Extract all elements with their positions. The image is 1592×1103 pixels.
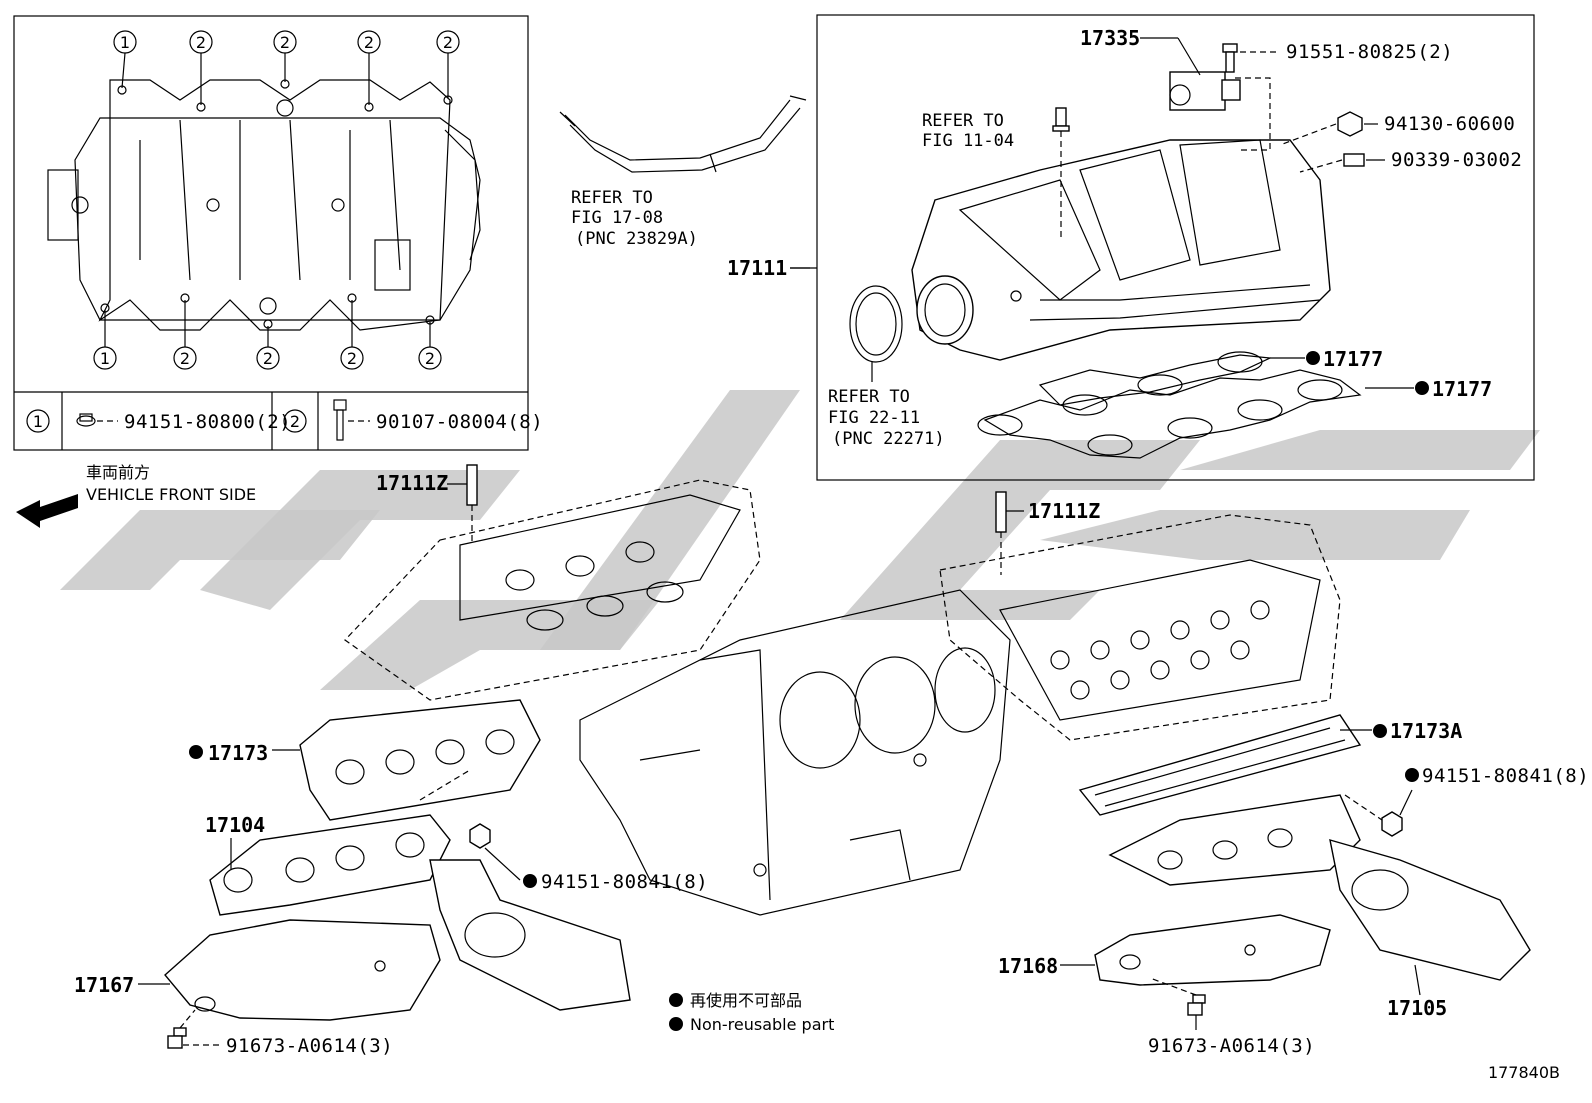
part-17111: 17111 bbox=[727, 256, 787, 280]
part-17173: 17173 bbox=[208, 741, 268, 765]
exhaust-manifold-17104: 17104 bbox=[205, 769, 631, 1011]
part-94130: 94130-60600 bbox=[1384, 113, 1515, 135]
non-reusable-legend: 再使用不可部品 Non-reusable part bbox=[669, 991, 834, 1034]
part-17105: 17105 bbox=[1387, 996, 1447, 1020]
part-94151: 94151-80841(8) bbox=[541, 871, 708, 893]
inset-callout: 2 bbox=[180, 349, 190, 368]
svg-text:(PNC 22271): (PNC 22271) bbox=[832, 429, 945, 449]
stud-17111z-right: 17111Z bbox=[995, 491, 1100, 575]
inset-legend: 1 94151-80800(2) 2 90107-08004(8) bbox=[26, 399, 543, 441]
svg-text:VEHICLE FRONT SIDE: VEHICLE FRONT SIDE bbox=[86, 485, 256, 504]
part-17111z: 17111Z bbox=[1028, 499, 1100, 523]
engine-block bbox=[344, 479, 1341, 916]
inset-callouts-bottom: 1 2 2 2 2 bbox=[93, 293, 442, 370]
part-94151: 94151-80841(8) bbox=[1422, 765, 1589, 787]
bolt-icon bbox=[333, 399, 347, 441]
inset-part-number: 94151-80800(2) bbox=[124, 411, 291, 433]
inset-callout: 2 bbox=[263, 349, 273, 368]
vehicle-front-indicator: 車両前方 VEHICLE FRONT SIDE bbox=[16, 463, 256, 528]
inset-callout: 2 bbox=[425, 349, 435, 368]
part-17167: 17167 bbox=[74, 973, 134, 997]
inset-callout: 1 bbox=[100, 349, 110, 368]
bolt-91551: 91551-80825(2) bbox=[1222, 41, 1453, 151]
part-17177: 17177 bbox=[1323, 347, 1383, 371]
arrow-left-icon bbox=[16, 494, 78, 528]
inset-callout: 2 bbox=[364, 33, 374, 52]
exhaust-gasket-17173a: 17173A bbox=[1078, 714, 1462, 816]
part-17177: 17177 bbox=[1432, 377, 1492, 401]
nut-94151-left: 94151-80841(8) bbox=[469, 823, 708, 893]
stud-fig-11-04: REFER TO FIG 11-04 bbox=[922, 107, 1070, 240]
inset-callout: 2 bbox=[196, 33, 206, 52]
ref-fig-22-11: REFER TO FIG 22-11 (PNC 22271) bbox=[828, 362, 945, 449]
part-91673: 91673-A0614(3) bbox=[1148, 1035, 1315, 1057]
inset-callouts-top: 1 2 2 2 2 bbox=[113, 30, 460, 112]
gasket-labels: 17177 17177 bbox=[1270, 347, 1492, 401]
exhaust-gasket-17173: 17173 bbox=[189, 699, 541, 821]
svg-text:2: 2 bbox=[290, 412, 300, 431]
svg-text:1: 1 bbox=[33, 412, 43, 431]
inset-part-number: 90107-08004(8) bbox=[376, 411, 543, 433]
svg-text:車両前方: 車両前方 bbox=[86, 463, 150, 482]
inset-callout: 1 bbox=[120, 33, 130, 52]
svg-text:REFER TO: REFER TO bbox=[828, 387, 910, 407]
nut-94151-right: 94151-80841(8) bbox=[1344, 765, 1589, 837]
svg-text:(PNC 23829A): (PNC 23829A) bbox=[575, 229, 698, 249]
diagram-id: 177840B bbox=[1488, 1063, 1560, 1082]
nut-icon bbox=[76, 413, 96, 427]
part-17168: 17168 bbox=[998, 954, 1058, 978]
inset-callout: 2 bbox=[280, 33, 290, 52]
inset-manifold-view: 1 2 2 2 2 1 2 2 bbox=[13, 15, 543, 451]
intake-manifold bbox=[911, 139, 1331, 361]
part-90339: 90339-03002 bbox=[1391, 149, 1522, 171]
svg-text:FIG 22-11: FIG 22-11 bbox=[828, 408, 920, 428]
heat-insulator-17167: 17167 bbox=[74, 919, 441, 1021]
throttle-gasket bbox=[849, 285, 903, 363]
manifold-top-view bbox=[47, 79, 481, 331]
part-17111z: 17111Z bbox=[376, 471, 448, 495]
pcv-hose bbox=[559, 95, 807, 173]
inset-callout: 2 bbox=[347, 349, 357, 368]
ref-fig-17-08: REFER TO FIG 17-08 (PNC 23829A) bbox=[571, 188, 698, 249]
svg-text:REFER TO: REFER TO bbox=[922, 111, 1004, 131]
manifold-gaskets bbox=[977, 351, 1362, 459]
part-91551: 91551-80825(2) bbox=[1286, 41, 1453, 63]
bolt-91673-left: 91673-A0614(3) bbox=[167, 1009, 393, 1057]
watermark bbox=[60, 390, 1540, 690]
part-17173a: 17173A bbox=[1390, 719, 1462, 743]
bolt-91673-right: 91673-A0614(3) bbox=[1148, 977, 1315, 1057]
plug-90339: 90339-03002 bbox=[1299, 149, 1522, 173]
nut-94130: 94130-60600 bbox=[1279, 111, 1515, 146]
intake-manifold-box: 17111 bbox=[727, 14, 1535, 481]
exhaust-manifold-17105: 17105 bbox=[1108, 794, 1531, 1020]
part-17104: 17104 bbox=[205, 813, 265, 837]
svg-text:Non-reusable part: Non-reusable part bbox=[690, 1015, 834, 1034]
part-91673: 91673-A0614(3) bbox=[226, 1035, 393, 1057]
heat-insulator-17168: 17168 bbox=[998, 914, 1331, 986]
part-17335: 17335 bbox=[1080, 26, 1140, 50]
svg-text:REFER TO: REFER TO bbox=[571, 188, 653, 208]
svg-text:FIG 11-04: FIG 11-04 bbox=[922, 131, 1014, 151]
sensor-17335: 17335 bbox=[1080, 26, 1241, 111]
inset-callout: 2 bbox=[443, 33, 453, 52]
svg-text:再使用不可部品: 再使用不可部品 bbox=[690, 991, 802, 1010]
stud-17111z-left: 17111Z bbox=[376, 464, 478, 545]
svg-text:FIG 17-08: FIG 17-08 bbox=[571, 208, 663, 228]
